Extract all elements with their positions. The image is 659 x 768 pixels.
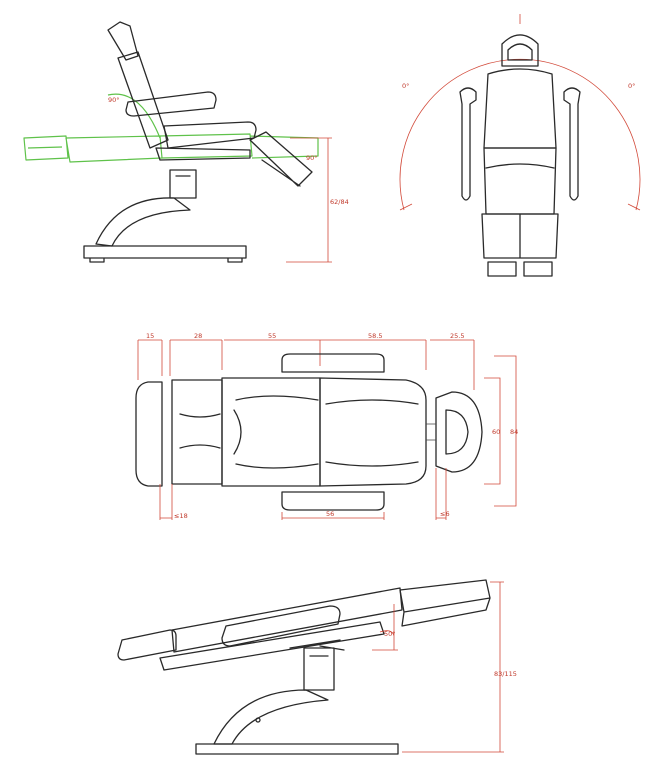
legrest: [249, 131, 313, 187]
dim-bottom-3: ≤6: [440, 510, 450, 518]
base-plate: [83, 245, 247, 263]
flat-backrest: [171, 587, 403, 653]
front-headrest: [501, 34, 539, 67]
front-rotation-view: 0° 0°: [399, 14, 641, 277]
flat-headrest: [117, 629, 177, 661]
label-leg-angle: 90°: [306, 154, 318, 162]
front-armrest-left: [459, 87, 477, 201]
dim-right-2: 84: [510, 428, 518, 436]
flat-lift-column: [303, 645, 345, 691]
label-height-flat: 83/115: [494, 670, 517, 678]
flat-base-screw: [255, 717, 261, 723]
dim-top-4: 58.5: [368, 332, 382, 340]
top-backrest: [319, 377, 427, 487]
front-backrest: [483, 68, 557, 149]
green-back-angle-arc: [107, 93, 161, 139]
flat-base-plate: [195, 743, 399, 755]
height-dim-line: [286, 137, 332, 263]
dim-bottom-2: 56: [326, 510, 334, 518]
top-armrest-bottom: [281, 491, 385, 511]
backrest: [117, 51, 169, 149]
front-seat: [483, 147, 557, 215]
top-footrest: [135, 381, 163, 487]
label-back-angle: 90°: [108, 96, 120, 104]
seat: [163, 121, 257, 149]
green-flat-seat: [159, 133, 319, 159]
side-seated-view: 62/84 90° 90°: [23, 21, 349, 263]
headrest: [107, 21, 139, 61]
dim-top-5: 25.5: [450, 332, 464, 340]
top-dim-bottom: [159, 468, 447, 520]
front-armrest-right: [563, 87, 581, 201]
rotation-arc-ticks: [399, 14, 641, 211]
seat-mechanism: [155, 147, 251, 161]
lift-column: [169, 169, 197, 199]
flat-angle-dim: [372, 604, 398, 651]
rotation-arc: [399, 58, 641, 211]
flat-curved-base-arm: [213, 689, 329, 745]
dim-top-2: 28: [194, 332, 202, 340]
top-seat: [221, 377, 321, 487]
flat-height-dim: [402, 581, 504, 753]
top-dim-right: [484, 355, 517, 507]
dim-top-1: 15: [146, 332, 154, 340]
flat-legrest: [399, 579, 491, 627]
flat-mechanism: [159, 621, 385, 671]
dim-top-3: 55: [268, 332, 276, 340]
curved-base-arm: [95, 197, 191, 247]
label-rotation-left: 0°: [402, 82, 409, 90]
flat-armrest: [221, 605, 341, 647]
top-head-connector: [426, 423, 436, 441]
top-view: 15 28 55 58.5 25.5 60 84 ≤18 56 ≤6: [135, 332, 518, 520]
dim-bottom-1: ≤18: [174, 512, 188, 520]
top-armrest-top: [281, 353, 385, 373]
front-footrest: [487, 261, 553, 277]
top-leg-section: [171, 379, 223, 485]
green-flat-backrest: [23, 135, 163, 163]
label-flat-angle: 50°: [384, 630, 396, 638]
front-legrest: [481, 213, 559, 259]
label-height-seated: 62/84: [330, 198, 349, 206]
label-rotation-right: 0°: [628, 82, 635, 90]
armrest: [125, 91, 217, 117]
side-flat-view: 83/115 50°: [117, 579, 517, 755]
top-dim-lines: [137, 339, 475, 390]
dim-right-1: 60: [492, 428, 500, 436]
top-headrest: [435, 391, 483, 473]
